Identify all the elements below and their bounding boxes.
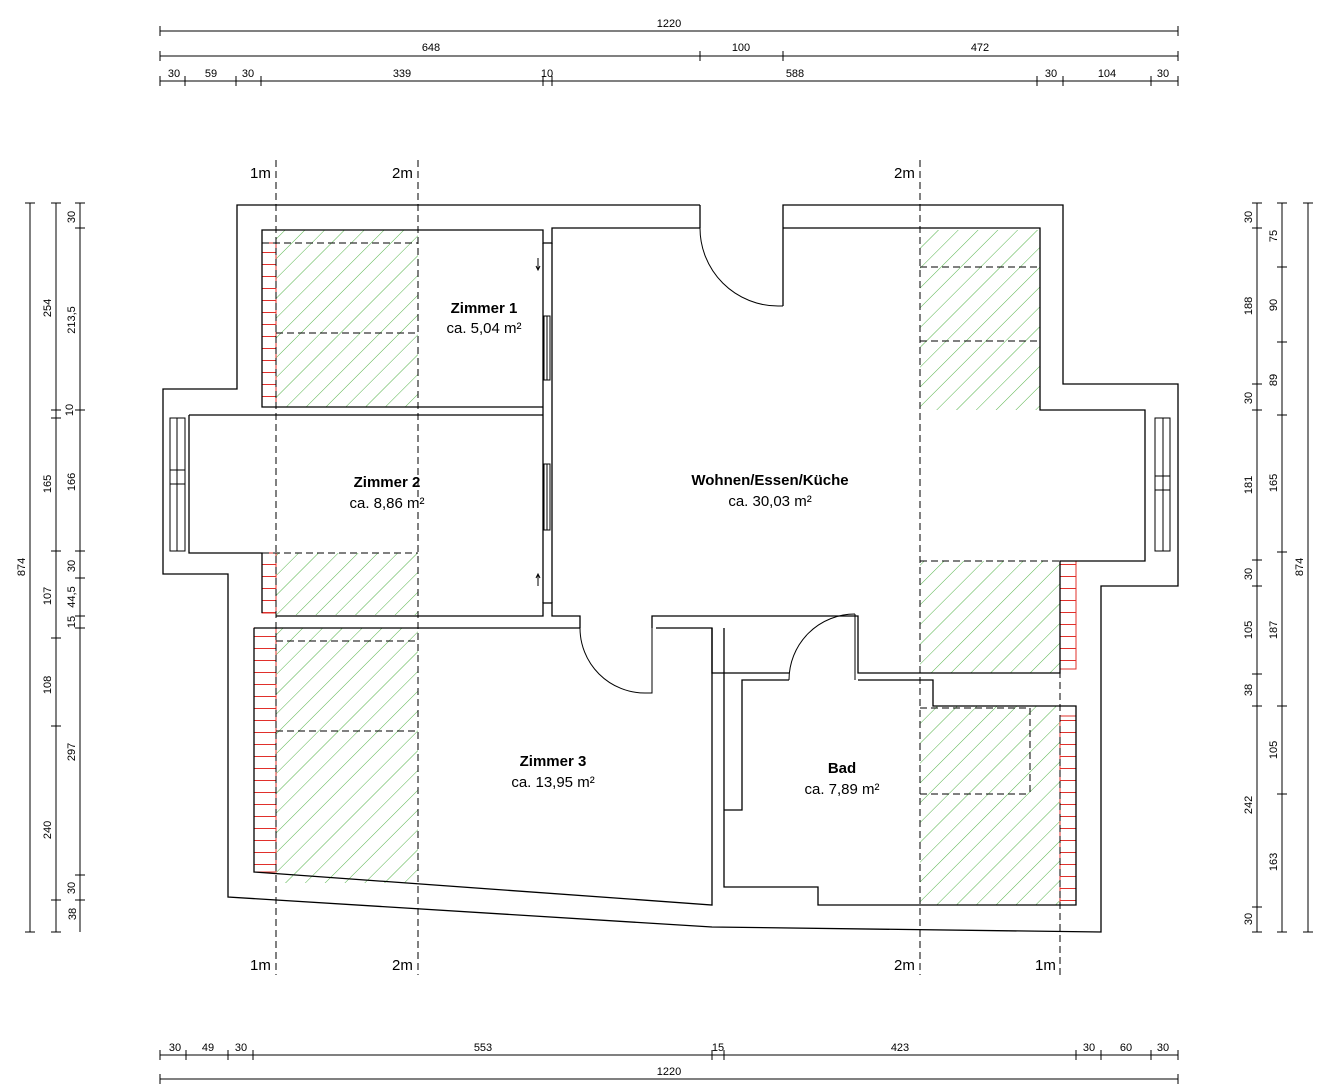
dim-bot-f: 423 — [891, 1042, 909, 1054]
mark-1m-bottom-left: 1m — [250, 957, 271, 974]
bottom-dimension-chains: 30 49 30 553 15 423 30 60 30 1220 — [159, 1042, 1179, 1084]
dim-left2-a: 254 — [42, 299, 54, 317]
dim-right1-h: 242 — [1243, 796, 1255, 814]
dim-top3-h: 104 — [1098, 68, 1116, 80]
dim-right2-c: 89 — [1268, 374, 1280, 386]
room-zimmer2-name: Zimmer 2 — [354, 474, 421, 491]
dim-left2-b: 10 — [64, 404, 76, 416]
dim-left2-e: 108 — [42, 676, 54, 694]
dim-bottom-total: 1220 — [657, 1066, 681, 1078]
mark-2m-top-left: 2m — [392, 165, 413, 182]
windows — [169, 417, 1171, 552]
dim-top3-f: 588 — [786, 68, 804, 80]
dim-top-472: 472 — [971, 42, 989, 54]
room-bad-name: Bad — [828, 760, 856, 777]
room-wohnen-area: ca. 30,03 m² — [728, 493, 811, 510]
dim-bot-e: 15 — [712, 1042, 724, 1054]
dim-right1-d: 181 — [1243, 476, 1255, 494]
low-ceiling-zones — [276, 230, 1060, 905]
dim-top-648: 648 — [422, 42, 440, 54]
mark-1m-top: 1m — [250, 165, 271, 182]
dim-top3-e: 10 — [541, 68, 553, 80]
dim-top3-g: 30 — [1045, 68, 1057, 80]
top-dimension-chains: 1220 648 100 472 30 59 30 339 10 588 30 … — [159, 18, 1179, 86]
dim-top-total: 1220 — [657, 18, 681, 30]
dim-right1-f: 105 — [1243, 621, 1255, 639]
dim-left3-f: 15 — [66, 616, 78, 628]
mark-1m-bottom-right: 1m — [1035, 957, 1056, 974]
dim-left2-c: 165 — [42, 475, 54, 493]
dim-left-total: 874 — [16, 558, 28, 576]
mark-2m-top-right: 2m — [894, 165, 915, 182]
dim-bot-c: 30 — [235, 1042, 247, 1054]
dim-top3-a: 30 — [168, 68, 180, 80]
dim-right2-d: 165 — [1268, 474, 1280, 492]
dim-right2-f: 105 — [1268, 741, 1280, 759]
room-zimmer2-area: ca. 8,86 m² — [349, 495, 424, 512]
dim-left3-a: 30 — [66, 211, 78, 223]
dim-right2-g: 163 — [1268, 853, 1280, 871]
mark-2m-bottom-right: 2m — [894, 957, 915, 974]
dim-left3-b: 213,5 — [66, 306, 78, 334]
room-zimmer1-name: Zimmer 1 — [451, 300, 518, 317]
dim-right2-b: 90 — [1268, 299, 1280, 311]
dim-left3-c: 166 — [66, 473, 78, 491]
dim-top-100: 100 — [732, 42, 750, 54]
dim-bot-i: 30 — [1157, 1042, 1169, 1054]
dim-right1-i: 30 — [1243, 913, 1255, 925]
walls — [162, 204, 1179, 933]
dim-right1-a: 30 — [1243, 211, 1255, 223]
dim-top3-c: 30 — [242, 68, 254, 80]
room-labels: Zimmer 1 ca. 5,04 m² Zimmer 2 ca. 8,86 m… — [349, 300, 879, 798]
left-dimension-chains: 874 254 10 165 107 108 240 38 30 213,5 1… — [16, 202, 85, 933]
room-zimmer1-area: ca. 5,04 m² — [446, 320, 521, 337]
dim-left2-f: 240 — [42, 821, 54, 839]
dim-left3-d: 30 — [66, 560, 78, 572]
dim-top3-i: 30 — [1157, 68, 1169, 80]
dim-left3-g: 297 — [66, 743, 78, 761]
dim-top3-d: 339 — [393, 68, 411, 80]
dim-right2-e: 187 — [1268, 621, 1280, 639]
room-wohnen-name: Wohnen/Essen/Küche — [691, 472, 848, 489]
dim-bot-b: 49 — [202, 1042, 214, 1054]
room-bad-area: ca. 7,89 m² — [804, 781, 879, 798]
dim-right1-e: 30 — [1243, 568, 1255, 580]
room-zimmer3-area: ca. 13,95 m² — [511, 774, 594, 791]
dim-bot-g: 30 — [1083, 1042, 1095, 1054]
dim-bot-h: 60 — [1120, 1042, 1132, 1054]
dim-bot-a: 30 — [169, 1042, 181, 1054]
mark-2m-bottom-left: 2m — [392, 957, 413, 974]
room-zimmer3-name: Zimmer 3 — [520, 753, 587, 770]
dim-right1-g: 38 — [1243, 684, 1255, 696]
dim-right1-c: 30 — [1243, 392, 1255, 404]
dim-top3-b: 59 — [205, 68, 217, 80]
dim-right2-a: 75 — [1268, 230, 1280, 242]
dim-right1-b: 188 — [1243, 297, 1255, 315]
dim-right-total: 874 — [1294, 558, 1306, 576]
doors — [535, 227, 856, 694]
dim-left3-h: 30 — [66, 882, 78, 894]
dim-left2-g: 38 — [67, 908, 79, 920]
height-marks: 1m 2m 2m 1m 2m 2m 1m — [250, 165, 1056, 974]
dim-bot-d: 553 — [474, 1042, 492, 1054]
dim-left3-e: 44,5 — [66, 586, 78, 607]
right-dimension-chains: 30 188 30 181 30 105 38 242 30 75 90 89 … — [1243, 202, 1313, 933]
dim-left2-d: 107 — [42, 587, 54, 605]
